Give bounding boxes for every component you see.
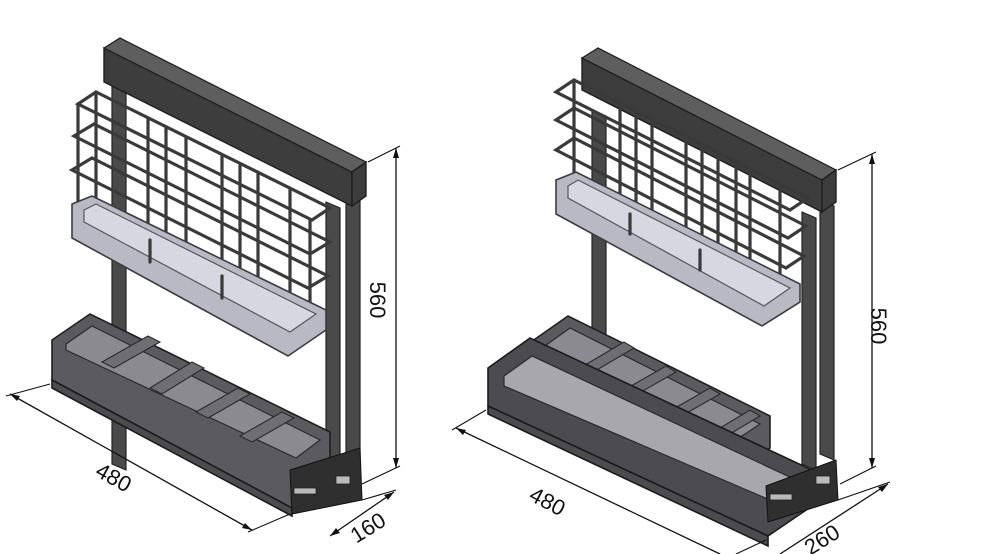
right-height-label: 560 — [866, 308, 891, 345]
right-drawer — [487, 337, 839, 548]
left-width-label: 480 — [92, 458, 136, 498]
left-depth-label: 160 — [346, 507, 390, 548]
left-front-post — [345, 189, 361, 481]
right-upper-tray — [555, 171, 801, 327]
left-top-rail-cap — [102, 37, 368, 173]
right-height-dimension: 560 — [837, 151, 891, 485]
right-width-label: 480 — [525, 482, 569, 521]
left-height-dimension: 560 — [361, 145, 401, 485]
right-front-post — [801, 211, 817, 471]
right-depth-label: 260 — [800, 519, 844, 554]
right-unit: 560 480 260 — [451, 47, 891, 554]
left-unit: 560 480 160 — [5, 37, 401, 548]
left-upper-tray — [71, 195, 327, 357]
left-height-label: 560 — [365, 282, 390, 319]
